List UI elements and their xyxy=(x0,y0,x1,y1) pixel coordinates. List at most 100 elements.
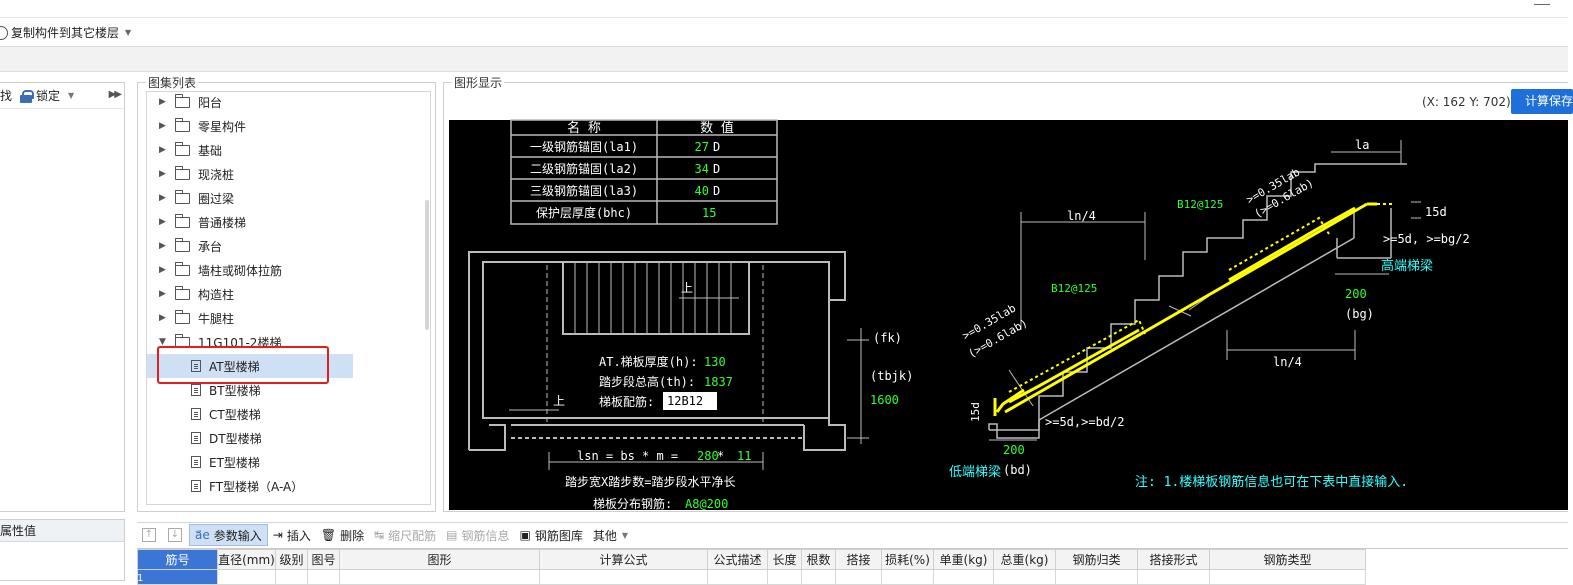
table-row[interactable]: 1 xyxy=(137,569,1366,585)
table-cell[interactable] xyxy=(1055,569,1138,585)
table-cell[interactable] xyxy=(993,569,1056,585)
chevron-down-icon[interactable]: ▼ xyxy=(68,91,75,100)
chevron-down-icon[interactable]: ▼ xyxy=(159,337,166,347)
table-cell[interactable] xyxy=(539,569,708,585)
table-cell[interactable] xyxy=(881,569,934,585)
5d-top-label: >=5d, >=bg/2 xyxy=(1383,232,1470,246)
chevron-right-icon[interactable]: ▶ xyxy=(159,121,166,131)
col-header[interactable]: 总重(kg) xyxy=(993,549,1056,570)
chevron-right-icon[interactable]: ▶ xyxy=(159,217,166,227)
move-up-button[interactable]: ↑ xyxy=(137,524,163,546)
cad-canvas[interactable]: 名 称 数 值 一级钢筋锚固(la1) 27 D 二级钢筋锚固(la2) 34 … xyxy=(449,119,1568,511)
dist-rebar-value[interactable]: A8@200 xyxy=(685,497,728,511)
param-value[interactable]: 40 xyxy=(695,184,709,198)
param-value[interactable]: 15 xyxy=(702,206,716,220)
chevron-right-icon[interactable]: ▶ xyxy=(159,97,166,107)
tree-item[interactable]: FT型楼梯（A-A） xyxy=(147,474,427,498)
find-button[interactable]: 找 xyxy=(0,89,13,103)
tbjk-value[interactable]: 1600 xyxy=(870,393,899,407)
col-header[interactable]: 钢筋类型 xyxy=(1209,549,1366,570)
table-cell[interactable] xyxy=(307,569,340,585)
tree-folder[interactable]: ▶墙柱或砌体拉筋 xyxy=(147,258,427,282)
lsn-bs[interactable]: 280 xyxy=(697,449,719,463)
col-header[interactable]: 钢筋归类 xyxy=(1055,549,1138,570)
param-value[interactable]: 27 xyxy=(695,140,709,154)
thickness-value[interactable]: 130 xyxy=(704,355,726,369)
other-menu-button[interactable]: 其他▼ xyxy=(588,524,633,546)
col-header[interactable]: 搭接 xyxy=(835,549,882,570)
col-header[interactable]: 图号 xyxy=(307,549,340,570)
table-cell[interactable] xyxy=(217,569,276,585)
double-chevron-right-icon[interactable]: ▶▶ xyxy=(108,89,122,100)
chevron-right-icon[interactable]: ▶ xyxy=(159,265,166,275)
chevron-right-icon[interactable]: ▶ xyxy=(159,145,166,155)
chevron-right-icon[interactable]: ▶ xyxy=(159,241,166,251)
tree-item[interactable]: DT型楼梯 xyxy=(147,426,427,450)
delete-button[interactable]: 🗑删除 xyxy=(316,524,369,546)
tree-item[interactable]: BT型楼梯 xyxy=(147,378,427,402)
table-cell[interactable] xyxy=(275,569,308,585)
tree-folder[interactable]: ▶圈过梁 xyxy=(147,186,427,210)
lock-button[interactable]: 锁定 xyxy=(36,89,61,103)
document-icon xyxy=(191,408,201,420)
table-cell[interactable] xyxy=(767,569,802,585)
tree-folder[interactable]: ▶牛腿柱 xyxy=(147,306,427,330)
table-cell[interactable] xyxy=(707,569,768,585)
move-down-button[interactable]: ↓ xyxy=(163,524,189,546)
tree-folder[interactable]: ▶ 普通楼梯 xyxy=(147,210,427,234)
table-cell[interactable] xyxy=(1137,569,1210,585)
col-header[interactable]: 单重(kg) xyxy=(933,549,994,570)
col-header[interactable]: 公式描述 xyxy=(707,549,768,570)
folder-icon xyxy=(175,189,190,204)
col-header[interactable]: 计算公式 xyxy=(539,549,708,570)
chevron-right-icon[interactable]: ▶ xyxy=(159,193,166,203)
tree-folder[interactable]: ▶现浇桩 xyxy=(147,162,427,186)
scale-rebar-button[interactable]: ↹缩尺配筋 xyxy=(369,524,441,546)
tree-folder[interactable]: ▶承台 xyxy=(147,234,427,258)
col-header[interactable]: 直径(mm) xyxy=(217,549,276,570)
table-cell[interactable] xyxy=(835,569,882,585)
rebar-input-box[interactable] xyxy=(663,392,717,410)
col-header[interactable]: 筋号 xyxy=(137,549,218,570)
copy-to-floor-button[interactable]: 复制构件到其它楼层 xyxy=(11,26,120,40)
chevron-right-icon[interactable]: ▶ xyxy=(159,313,166,323)
tree-folder[interactable]: ▶零星构件 xyxy=(147,114,427,138)
table-cell[interactable] xyxy=(933,569,994,585)
table-cell[interactable] xyxy=(1209,569,1366,585)
tree-item[interactable]: CT型楼梯 xyxy=(147,402,427,426)
chevron-right-icon[interactable]: ▶ xyxy=(159,169,166,179)
calculate-save-button[interactable]: 计算保存 xyxy=(1511,89,1573,114)
insert-button[interactable]: ⇥插入 xyxy=(268,524,316,546)
tree-folder-label: 普通楼梯 xyxy=(198,215,247,230)
col-header[interactable]: 损耗(%) xyxy=(881,549,934,570)
rebar-library-button[interactable]: ▣钢筋图库 xyxy=(515,524,588,546)
tree-folder[interactable]: ▶阳台 xyxy=(147,90,427,114)
chevron-right-icon[interactable]: ▶ xyxy=(159,289,166,299)
tree-folder-label: 基础 xyxy=(198,143,223,158)
lsn-m[interactable]: 11 xyxy=(737,449,751,463)
col-header[interactable]: 长度 xyxy=(767,549,802,570)
table-cell[interactable] xyxy=(339,569,540,585)
col-header[interactable]: 搭接形式 xyxy=(1137,549,1210,570)
col-header[interactable]: 级别 xyxy=(275,549,308,570)
200-top-value[interactable]: 200 xyxy=(1345,287,1367,301)
rebar-info-button[interactable]: ▤钢筋信息 xyxy=(441,524,514,546)
tree-folder[interactable]: ▶ 基础 xyxy=(147,138,427,162)
param-value[interactable]: 34 xyxy=(695,162,709,176)
row-number-cell[interactable]: 1 xyxy=(137,569,218,585)
rebar-input-value[interactable]: 12B12 xyxy=(667,394,703,408)
col-header[interactable]: 根数 xyxy=(801,549,836,570)
tree-scrollbar[interactable] xyxy=(425,200,429,330)
tree-item[interactable]: AT型楼梯 xyxy=(147,354,353,378)
height-value[interactable]: 1837 xyxy=(704,375,733,389)
tree-folder[interactable]: ▶构造柱 xyxy=(147,282,427,306)
thickness-label: AT.梯板厚度(h): xyxy=(599,354,698,369)
table-cell[interactable] xyxy=(801,569,836,585)
minimize-icon[interactable] xyxy=(1534,4,1550,5)
tree-item[interactable]: ET型楼梯 xyxy=(147,450,427,474)
200-bottom-value[interactable]: 200 xyxy=(1003,443,1025,457)
col-header[interactable]: 图形 xyxy=(339,549,540,570)
attribute-panel-title: 属性值 xyxy=(0,520,124,542)
chevron-down-icon[interactable]: ▼ xyxy=(125,28,132,37)
